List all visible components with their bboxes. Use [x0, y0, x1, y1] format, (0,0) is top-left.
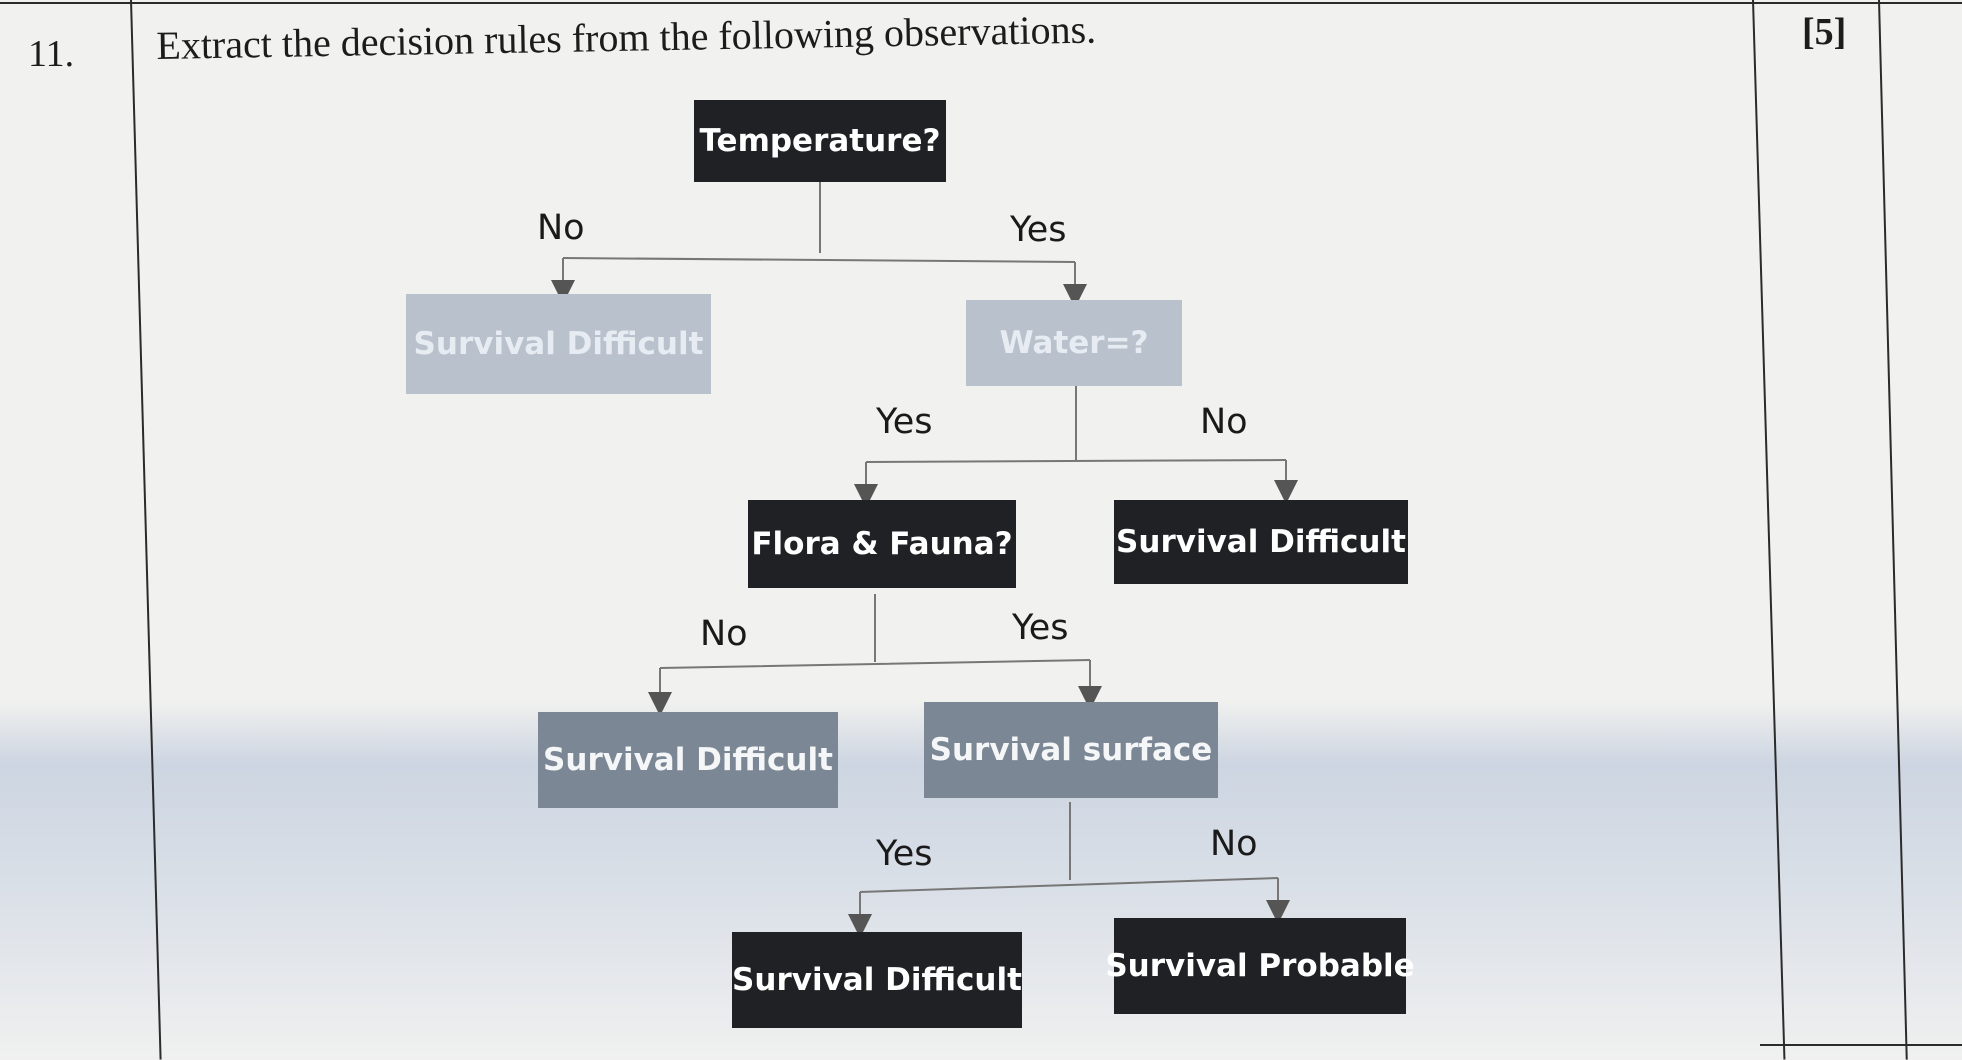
leaf-surface-no: Survival Probable [1105, 918, 1415, 1014]
node-water: Water=? [966, 300, 1182, 386]
connector-flora [659, 594, 1091, 669]
label-water-yes: Yes [876, 402, 933, 442]
label-root-no: No [537, 208, 585, 248]
connector-water [865, 386, 1287, 463]
connector-root [562, 182, 1076, 263]
question-number: 11. [28, 33, 75, 75]
label-flora-no: No [700, 614, 748, 654]
leaf-surface-yes: Survival Difficult [732, 932, 1022, 1028]
label-surface-yes: Yes [876, 834, 933, 874]
node-flora-fauna: Flora & Fauna? [748, 500, 1016, 588]
label-flora-yes: Yes [1012, 608, 1069, 648]
leaf-water-no: Survival Difficult [1114, 500, 1408, 584]
connector-surface [859, 802, 1279, 893]
table-top-rule [0, 2, 1962, 4]
label-root-yes: Yes [1010, 210, 1067, 250]
question-marks: [5] [1802, 11, 1847, 53]
node-survival-surface: Survival surface [924, 702, 1218, 798]
node-temperature: Temperature? [694, 100, 946, 182]
leaf-flora-no: Survival Difficult [538, 712, 838, 808]
label-water-no: No [1200, 402, 1248, 442]
table-bottom-rule [1760, 1044, 1962, 1046]
label-surface-no: No [1210, 824, 1258, 864]
leaf-temperature-no: Survival Difficult [406, 294, 711, 394]
